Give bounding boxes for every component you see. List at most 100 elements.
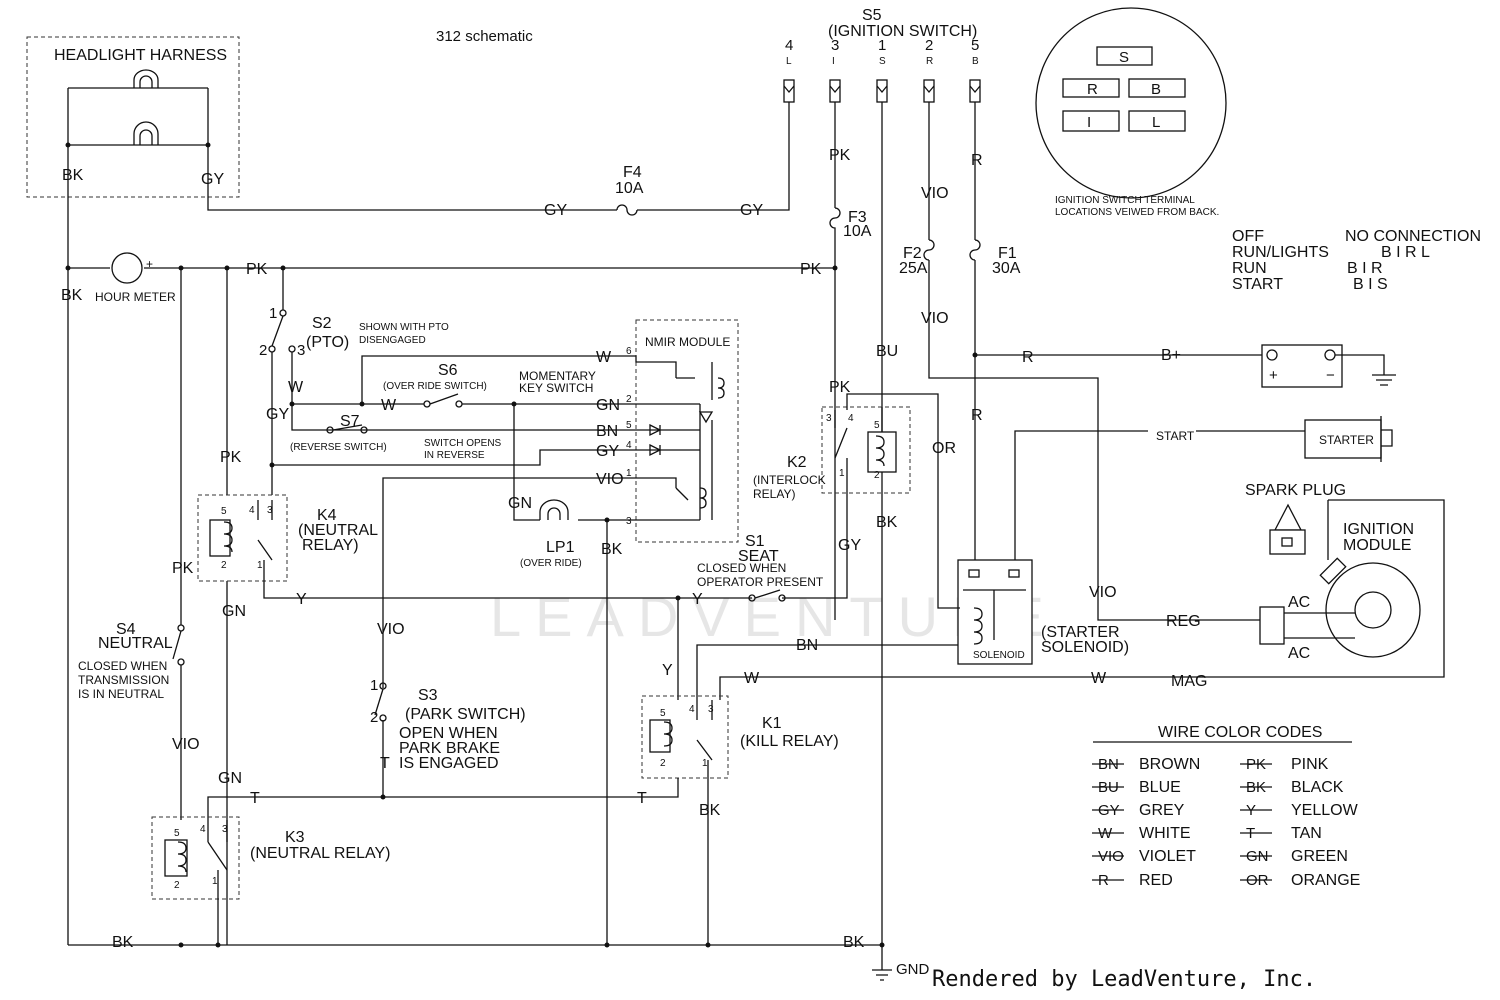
headlight-bulb-icon (133, 121, 159, 145)
battery-label: B+ (1161, 347, 1181, 364)
headlight-bulb-icon (133, 69, 159, 88)
nmir-pin: 4 (626, 440, 632, 451)
wire-label-bk: BK (876, 514, 898, 531)
ignition-module-label: MODULE (1343, 537, 1411, 554)
wire-label-bk: BK (62, 167, 84, 184)
connection-run-lights: B I R L (1381, 244, 1430, 261)
terminal-number: 4 (785, 37, 793, 54)
wire-label-w: W (288, 379, 304, 396)
s2-name: S2 (312, 315, 332, 332)
wire-label-y: Y (692, 591, 703, 608)
relay-k4: 5 4 3 2 1 (197, 494, 288, 582)
ignition-switch-face: S R B I L (1035, 7, 1227, 199)
legend-code: T (1246, 825, 1255, 842)
connection-start: B I S (1353, 276, 1388, 293)
k3-pin: 3 (222, 824, 228, 835)
s2-note: DISENGAGED (359, 335, 426, 346)
battery-plus: + (1269, 367, 1278, 384)
legend-name: VIOLET (1139, 848, 1196, 865)
s2-terminal: 1 (269, 305, 277, 322)
k4-name: K4 (317, 507, 337, 524)
wire-label-gy: GY (740, 202, 763, 219)
wire-label-bk: BK (601, 541, 623, 558)
k3-pin: 4 (200, 824, 206, 835)
legend-name: ORANGE (1291, 872, 1360, 889)
legend-name: RED (1139, 872, 1173, 889)
s4-note: CLOSED WHEN (78, 659, 167, 673)
starter-motor: STARTER (1304, 416, 1393, 462)
wire-label-reg: REG (1166, 613, 1201, 630)
k4-pin: 3 (267, 505, 273, 516)
wire-label-vio: VIO (377, 621, 405, 638)
override-switch-s6 (423, 393, 463, 408)
s7-label: (REVERSE SWITCH) (290, 442, 387, 453)
s2-label: (PTO) (306, 334, 349, 351)
k1-pin: 1 (702, 758, 708, 769)
s3-label: (PARK SWITCH) (405, 706, 526, 723)
ignition-terminal: 4L (783, 37, 795, 103)
nmir-pin: 5 (626, 420, 632, 431)
spark-plug-label: SPARK PLUG (1245, 482, 1346, 499)
s4-label: NEUTRAL (98, 635, 173, 652)
legend-code: R (1098, 872, 1109, 889)
legend-code: PK (1246, 756, 1266, 773)
s2-note: SHOWN WITH PTO (359, 322, 449, 333)
s4-note: TRANSMISSION (78, 673, 169, 687)
fuse-f2-amps: 25A (899, 260, 928, 277)
terminal-number: 2 (925, 37, 933, 54)
s6-name: S6 (438, 362, 458, 379)
k4-pin: 4 (249, 505, 255, 516)
hour-meter-label: HOUR METER (95, 290, 176, 304)
wire-label-bk: BK (112, 934, 134, 951)
wire-label-gn: GN (218, 770, 242, 787)
wire-label-r: R (971, 407, 983, 424)
s1-label: SEAT (738, 548, 779, 565)
s1-note: OPERATOR PRESENT (697, 575, 824, 589)
s4-note: IS IN NEUTRAL (78, 687, 164, 701)
wire-label-bk: BK (699, 802, 721, 819)
park-switch-s3: 1 2 (370, 677, 387, 726)
legend-title: WIRE COLOR CODES (1158, 724, 1322, 741)
ignition-terminal: 2R (923, 37, 935, 103)
lp1-name: LP1 (546, 539, 575, 556)
fuse-f1-amps: 30A (992, 260, 1021, 277)
wire-label-gy: GY (201, 171, 224, 188)
k1-name: K1 (762, 715, 782, 732)
ac-label: AC (1288, 594, 1310, 611)
fuse-f2-name: F2 (903, 245, 922, 262)
nmir-pin: 6 (626, 346, 632, 357)
position-run: RUN (1232, 260, 1267, 277)
fuse-f4-amps: 10A (615, 180, 644, 197)
position-run-lights: RUN/LIGHTS (1232, 244, 1329, 261)
switch-position-table: OFF RUN/LIGHTS RUN START NO CONNECTION B… (1232, 228, 1481, 293)
wire-label-gy: GY (544, 202, 567, 219)
battery: + − (1261, 344, 1396, 388)
s7-name: S7 (340, 413, 360, 430)
wire-label-vio: VIO (1089, 584, 1117, 601)
wire-label-gy: GY (838, 537, 861, 554)
relay-k1: 5 4 3 2 1 (641, 695, 729, 945)
headlight-harness-box (26, 36, 240, 198)
legend-entry: R RED (1092, 872, 1173, 889)
fuse-f3-name: F3 (848, 209, 867, 226)
legend-code: VIO (1098, 848, 1124, 865)
s1-name: S1 (745, 533, 765, 550)
k1-label: (KILL RELAY) (740, 733, 839, 750)
fuse-f3-icon (829, 207, 841, 236)
legend-name: GREY (1139, 802, 1185, 819)
position-start: START (1232, 276, 1283, 293)
wire-label-bn: BN (596, 423, 618, 440)
ignition-module-block: SPARK PLUG IGNITION MODULE AC AC (719, 482, 1445, 700)
start-wire-label: START (1156, 429, 1195, 443)
s3-note: PARK BRAKE (399, 740, 500, 757)
headlight-harness-title: HEADLIGHT HARNESS (54, 47, 227, 64)
s7-note: IN REVERSE (424, 450, 485, 461)
k3-label: (NEUTRAL RELAY) (250, 845, 390, 862)
k1-pin: 5 (660, 708, 666, 719)
